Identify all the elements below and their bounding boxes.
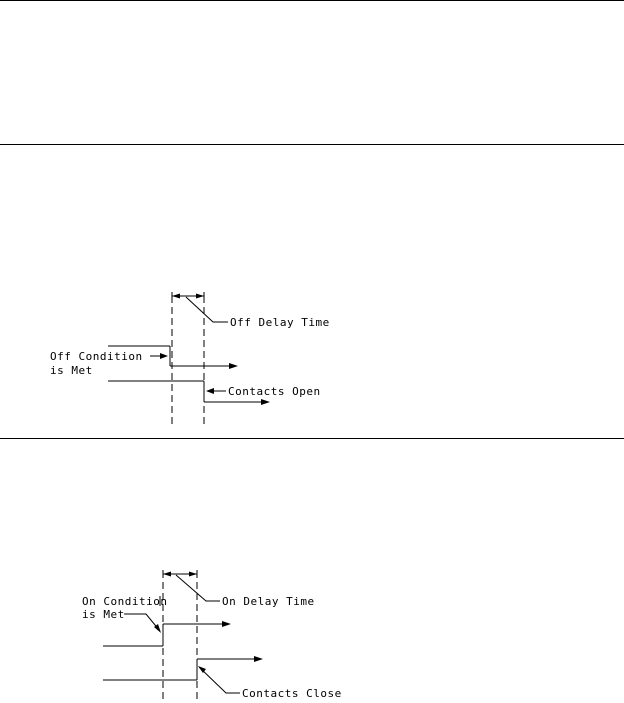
- on-delay-dimension-arrow: [162, 570, 198, 578]
- off-contacts-pointer: [206, 388, 226, 394]
- contacts-close-label: Contacts Close: [242, 687, 342, 700]
- on-contacts-signal: [103, 656, 263, 681]
- off-delay-leader: [185, 296, 228, 323]
- on-condition-signal: [103, 621, 231, 647]
- on-delay-leader: [175, 574, 220, 602]
- contacts-open-label: Contacts Open: [228, 385, 321, 398]
- on-condition-label-line1: On Condition: [82, 595, 167, 608]
- on-delay-time-label: On Delay Time: [222, 595, 315, 608]
- off-condition-label-line2: is Met: [50, 364, 93, 377]
- off-contacts-signal: [108, 380, 270, 405]
- off-delay-time-label: Off Delay Time: [230, 316, 330, 329]
- off-condition-label-line1: Off Condition: [50, 350, 143, 363]
- off-delay-diagram: Off Delay Time Off Condition is Met Cont…: [50, 292, 330, 424]
- off-condition-signal: [108, 345, 238, 369]
- on-delay-diagram: On Delay Time On Condition is Met Contac…: [82, 570, 342, 703]
- on-condition-pointer-head: [154, 624, 161, 633]
- on-contacts-leader: [198, 666, 240, 694]
- on-condition-label-line2: is Met: [82, 608, 125, 621]
- on-condition-pointer: [124, 613, 161, 632]
- off-condition-pointer: [150, 353, 168, 359]
- off-delay-dimension-arrow: [171, 292, 205, 300]
- on-contacts-leader-head: [198, 666, 206, 673]
